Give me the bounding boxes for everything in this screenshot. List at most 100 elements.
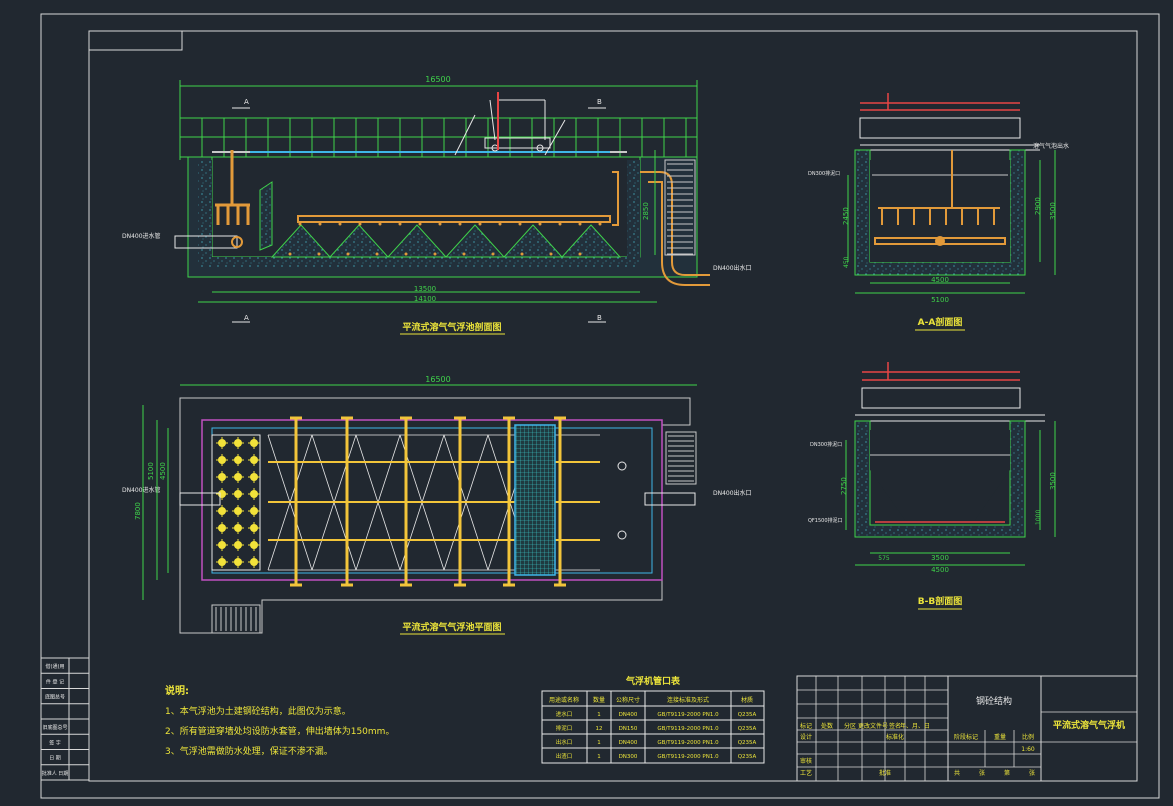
- strip-label: 签 字: [49, 739, 61, 746]
- tb-label: 张: [1029, 769, 1035, 777]
- plan-dim-w2: 4500: [159, 462, 167, 480]
- tb-name: 平流式溶气气浮机: [1053, 719, 1125, 731]
- table-cell: 出渣口: [556, 752, 573, 760]
- tb-label: 年、月、日: [900, 722, 930, 730]
- notes: 说明: 1、本气浮池为土建钢砼结构，此图仅为示意。 2、所有管道穿墙处均设防水套…: [165, 684, 394, 757]
- table-header: 材质: [741, 696, 753, 704]
- table-header: 用途或名称: [549, 696, 579, 704]
- plan-dim-w1: 5100: [147, 462, 155, 480]
- elevation-title: 平流式溶气气浮池剖面图: [402, 321, 501, 333]
- table-cell: 1: [597, 754, 601, 760]
- outer-frame: [40, 13, 1160, 799]
- table-cell: GB/T9119-2000 PN1.0: [657, 712, 719, 718]
- tb-material: 钢砼结构: [976, 695, 1012, 707]
- tb-label: 阶段标记: [954, 733, 978, 741]
- strip-label: 借(通)用: [46, 663, 65, 670]
- table-cell: Q235A: [738, 754, 757, 760]
- note-1: 1、本气浮池为土建钢砼结构，此图仅为示意。: [165, 705, 351, 717]
- aa-right-label: 溶气气泡出水: [1033, 142, 1069, 150]
- table-cell: 出水口: [556, 738, 573, 746]
- table-cell: 进水口: [556, 710, 573, 718]
- aa-dim-w2: 5100: [931, 296, 949, 304]
- note-2: 2、所有管道穿墙处均设防水套管，伸出墙体为150mm。: [165, 725, 394, 737]
- notes-title: 说明:: [165, 684, 189, 697]
- tb-label: 标记: [800, 722, 812, 730]
- table-header: 连接标准及形式: [667, 696, 709, 704]
- aa-title: A-A剖面图: [918, 316, 963, 328]
- table-cell: DN150: [619, 726, 638, 732]
- tb-label: 设计: [800, 733, 812, 741]
- plan-outlet-label: DN400出水口: [713, 489, 752, 497]
- table-cell: DN400: [619, 712, 638, 718]
- aa-dim-h3: 3500: [1049, 202, 1057, 220]
- table-cell: Q235A: [738, 740, 757, 746]
- tb-label: 审核: [800, 757, 812, 765]
- aa-dim-h4: 450: [843, 256, 850, 268]
- plan-dim-top: 16500: [425, 375, 450, 384]
- elev-dim-b1: 13500: [414, 285, 436, 293]
- table-cell: 排泥口: [556, 724, 573, 732]
- table-header: 公称尺寸: [616, 696, 640, 704]
- elev-dim-h: 2850: [642, 202, 650, 220]
- title-block: 钢砼结构 平流式溶气气浮机 标记处数分区更改文件号签名年、月、日设计标准化阶段标…: [796, 675, 1138, 782]
- table-cell: 1: [597, 712, 601, 718]
- corner-box: [88, 30, 183, 51]
- tb-label: 分区: [844, 722, 856, 730]
- tb-label: 1:60: [1021, 746, 1035, 753]
- bb-dim-h1: 2750: [840, 477, 848, 495]
- bb-dim-w2: 4500: [931, 566, 949, 574]
- table-cell: Q235A: [738, 712, 757, 718]
- bb-dim-h3: 1000: [1035, 510, 1042, 525]
- tb-label: 第: [1004, 769, 1010, 777]
- note-3: 3、气浮池需做防水处理，保证不渗不漏。: [165, 745, 333, 757]
- section-b-bottom: B: [597, 314, 602, 322]
- table-cell: GB/T9119-2000 PN1.0: [657, 726, 719, 732]
- section-b-top: B: [597, 98, 602, 106]
- inner-frame: [88, 30, 1138, 782]
- elev-outlet-label: DN400出水口: [713, 264, 752, 272]
- elevation-view: 16500 DN: [122, 75, 752, 335]
- bb-section: DN300排泥口 QF1500排泥口 3500 4500 575 2750 35…: [808, 362, 1057, 610]
- tb-label: 更改文件号: [858, 722, 888, 730]
- table-cell: DN300: [619, 754, 638, 760]
- tb-label: 签名: [889, 722, 901, 730]
- bb-dim-w3: 575: [878, 555, 890, 562]
- table-cell: 1: [597, 740, 601, 746]
- tb-label: 共: [954, 769, 960, 777]
- elev-dim-top: 16500: [425, 75, 450, 84]
- plan-dim-w3: 7800: [134, 502, 142, 520]
- aa-dim-h2: 2900: [1034, 197, 1042, 215]
- aa-dim-w1: 4500: [931, 276, 949, 284]
- table-cell: GB/T9119-2000 PN1.0: [657, 740, 719, 746]
- table-cell: Q235A: [738, 726, 757, 732]
- tb-label: 比例: [1022, 733, 1034, 741]
- tb-label: 处数: [821, 722, 833, 730]
- table-header: 数量: [593, 696, 605, 704]
- aa-section: DN300排泥口 溶气气泡出水 4500 5100 2450 2900 3500…: [808, 93, 1069, 331]
- bb-left-label2: QF1500排泥口: [808, 517, 843, 524]
- tb-label: 批准: [879, 769, 891, 777]
- strip-label: 批准人 日期: [42, 770, 69, 777]
- bb-dim-h2: 3500: [1049, 472, 1057, 490]
- plan-title: 平流式溶气气浮池平面图: [402, 621, 501, 633]
- elev-dim-b2: 14100: [414, 295, 436, 303]
- aa-dim-h1: 2450: [842, 207, 850, 225]
- strip-label: 件 登 记: [46, 678, 64, 685]
- bb-dim-w1: 3500: [931, 554, 949, 562]
- bb-left-label1: DN300排泥口: [810, 441, 842, 448]
- port-table-title: 气浮机管口表: [625, 675, 681, 687]
- table-cell: 12: [596, 726, 603, 732]
- strip-label: 底图总号: [45, 694, 65, 701]
- tb-label: 重量: [994, 733, 1006, 741]
- table-cell: DN400: [619, 740, 638, 746]
- section-a-bottom: A: [244, 314, 249, 322]
- plan-inlet-label: DN400进水管: [122, 486, 161, 494]
- tb-label: 张: [979, 769, 985, 777]
- bb-title: B-B剖面图: [918, 595, 962, 607]
- section-a-top: A: [244, 98, 249, 106]
- table-cell: GB/T9119-2000 PN1.0: [657, 754, 719, 760]
- tb-label: 工艺: [800, 769, 812, 777]
